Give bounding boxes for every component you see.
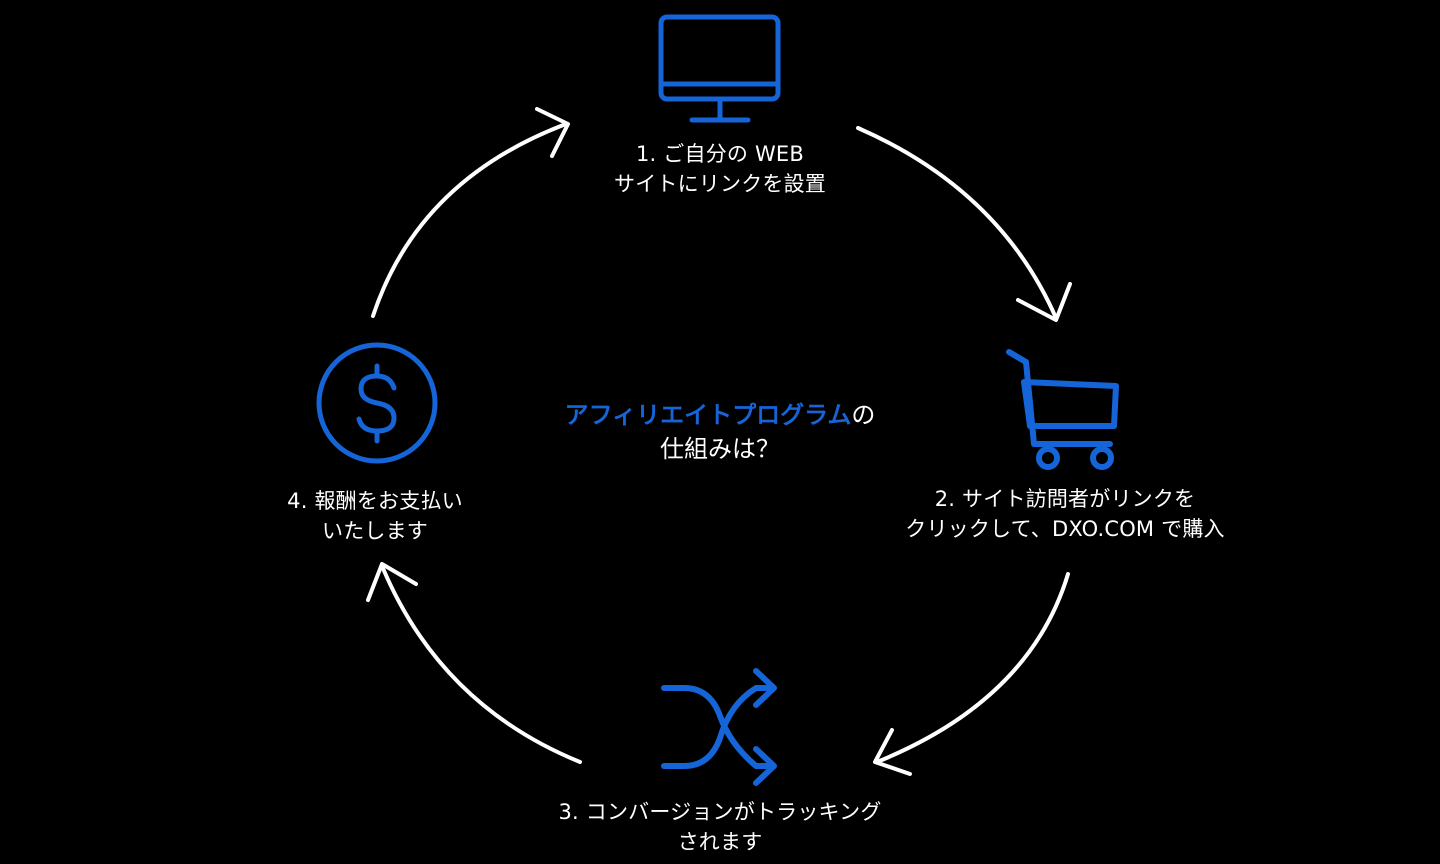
step-1-line-1: 1. ご自分の WEB <box>635 142 805 166</box>
arrow-step1-to-step2 <box>856 126 1058 320</box>
arrowhead-step4-to-step1 <box>535 107 570 158</box>
arrow-step2-to-step3 <box>875 572 1070 764</box>
step-1-line-2: サイトにリンクを設置 <box>614 172 826 196</box>
step-3-line-2: されます <box>677 830 763 854</box>
arrowhead-step1-to-step2 <box>1016 282 1072 322</box>
arrowhead-step2-to-step3 <box>873 728 912 776</box>
step-2-line-2: クリックして、DXO.COM で購入 <box>905 517 1225 541</box>
arrowhead-step3-to-step4 <box>366 562 418 602</box>
arrow-step4-to-step1 <box>371 122 568 318</box>
center-title-line-1: アフィリエイトプログラムの <box>520 398 920 432</box>
step-4-line-1: 4. 報酬をお支払い <box>287 489 463 513</box>
center-title: アフィリエイトプログラムの 仕組みは？ <box>520 398 920 466</box>
step-1-label: 1. ご自分の WEB サイトにリンクを設置 <box>560 139 880 199</box>
step-2-line-1: 2. サイト訪問者がリンクを <box>934 487 1196 511</box>
step-3-line-1: 3. コンバージョンがトラッキング <box>558 800 882 824</box>
step-3-label: 3. コンバージョンがトラッキング されます <box>520 797 920 857</box>
center-title-suffix: の <box>851 401 876 429</box>
center-title-line-2: 仕組みは？ <box>660 435 780 463</box>
arrow-step3-to-step4 <box>380 564 582 764</box>
step-2-label: 2. サイト訪問者がリンクを クリックして、DXO.COM で購入 <box>880 484 1250 544</box>
step-4-line-2: いたします <box>322 519 428 543</box>
step-4-label: 4. 報酬をお支払い いたします <box>250 486 500 546</box>
center-title-highlight: アフィリエイトプログラム <box>564 401 852 429</box>
